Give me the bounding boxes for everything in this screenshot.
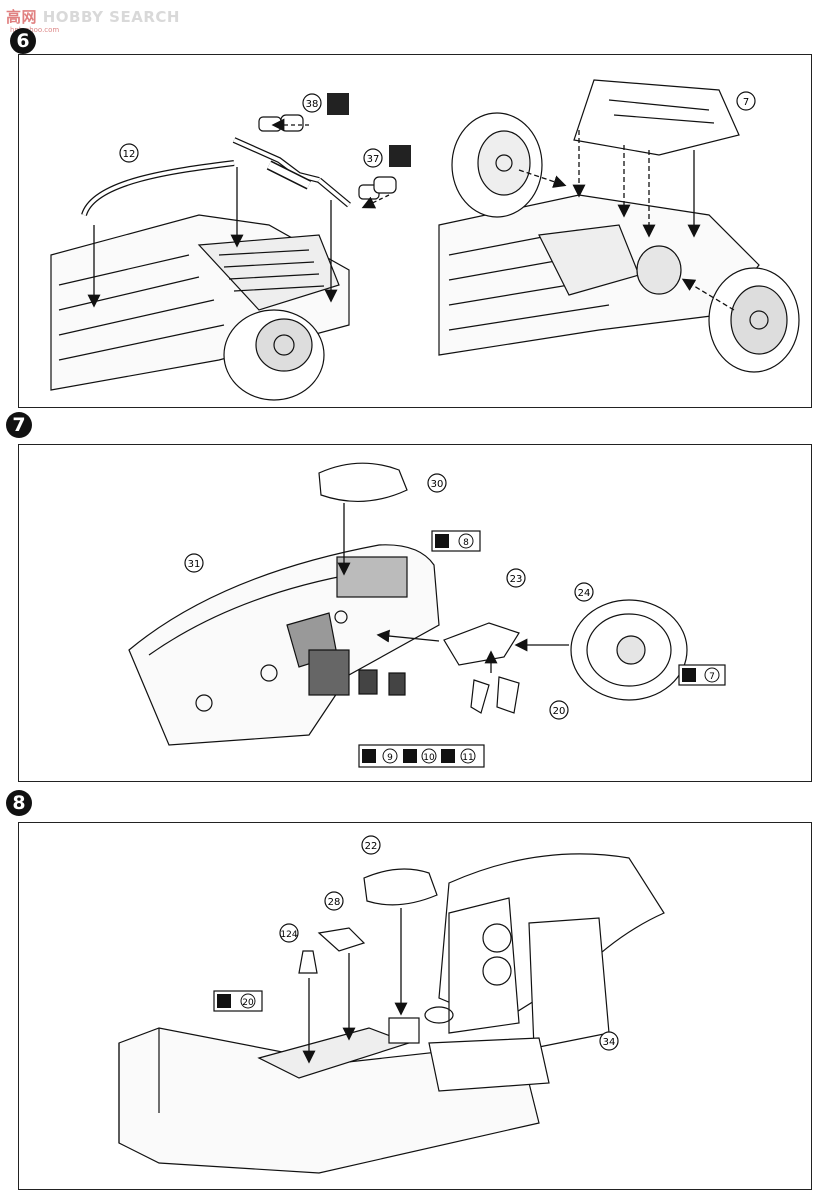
step-8-panel: 22 28 124 34 20	[18, 822, 812, 1190]
decal-number: 11	[462, 753, 473, 763]
part-callout: 12	[123, 149, 136, 160]
step-7-badge: 7	[6, 412, 32, 438]
part-callout: 28	[328, 897, 341, 908]
watermark-gray: HOBBY SEARCH	[42, 8, 180, 26]
part-callout: 34	[603, 1037, 616, 1048]
step-6-callouts: 12 38 37 7	[119, 91, 756, 168]
step-8-badge: 8	[6, 790, 32, 816]
watermark-red: 高网	[6, 8, 38, 26]
step-8-diagram: 22 28 124 34 20	[118, 835, 665, 1174]
part-callout: 23	[510, 574, 523, 585]
decal-number: 20	[242, 998, 254, 1008]
step-7-panel: 30 31 23 24 20 8 7 9 10	[18, 444, 812, 782]
decal-number: 8	[463, 538, 469, 548]
part-callout: 7	[743, 97, 749, 108]
step-7-diagram: 30 31 23 24 20 8 7 9 10	[128, 462, 726, 768]
decal-icon	[682, 668, 696, 682]
part-callout: 124	[280, 930, 297, 940]
decal-number: 10	[423, 753, 435, 763]
part-callout: 37	[367, 154, 380, 165]
decal-number: 7	[709, 672, 715, 682]
step-6-diagram: 12 38 37 7	[50, 79, 800, 401]
part-callout: 38	[306, 99, 319, 110]
part-callout: 31	[188, 559, 201, 570]
step-6-panel: 12 38 37 7	[18, 54, 812, 408]
part-callout: 24	[578, 588, 591, 599]
decal-icon	[362, 749, 376, 763]
decal-icon	[435, 534, 449, 548]
decal-icon	[403, 749, 417, 763]
part-callout: 22	[365, 841, 378, 852]
decal-icon	[441, 749, 455, 763]
decal-number: 9	[387, 753, 393, 763]
step-6-badge: 6	[10, 28, 36, 54]
part-callout: 30	[431, 479, 444, 490]
watermark-url: hpb.shoo.com	[10, 26, 60, 34]
part-callout: 20	[553, 706, 566, 717]
decal-icon	[217, 994, 231, 1008]
paint-chip-icon	[327, 93, 411, 167]
